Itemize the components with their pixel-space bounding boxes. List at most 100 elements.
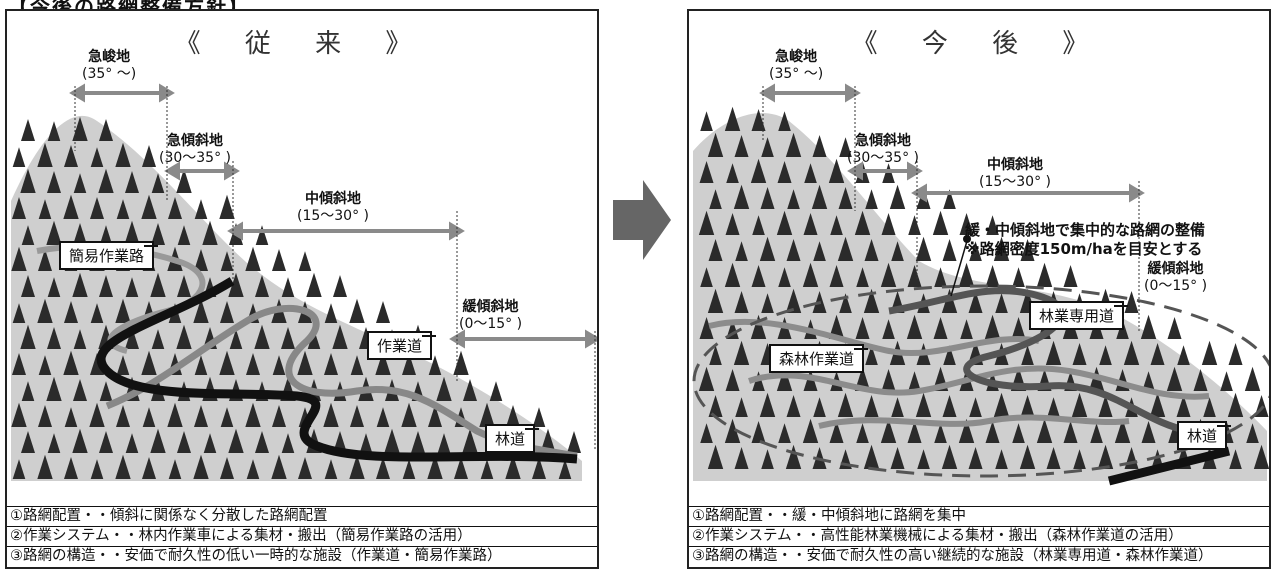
- tree-icon: [1021, 345, 1034, 365]
- tree-icon: [73, 379, 87, 401]
- slope-arrows: [759, 83, 1145, 203]
- tree-icon: [99, 275, 113, 297]
- tree-icon: [272, 405, 286, 427]
- tree-icon: [813, 397, 826, 417]
- tree-icon: [489, 381, 503, 401]
- tree-icon: [785, 132, 802, 157]
- tree-icon: [934, 423, 947, 443]
- tree-icon: [778, 423, 791, 443]
- tree-icon: [958, 418, 975, 443]
- tree-icon: [72, 272, 88, 297]
- tree-icon: [64, 407, 78, 427]
- tree-icon: [864, 395, 879, 417]
- tree-icon: [855, 317, 870, 339]
- slope-label-steep: 急峻地(35° 〜): [82, 49, 137, 82]
- tree-icon: [21, 119, 35, 141]
- tree-icon: [428, 355, 442, 375]
- tree-icon: [21, 275, 35, 297]
- tree-icon: [324, 303, 338, 323]
- forest-road-path: [96, 277, 578, 464]
- tree-icon: [376, 457, 390, 479]
- tree-icon: [707, 444, 724, 469]
- tree-icon: [307, 329, 321, 349]
- tree-icon: [89, 402, 105, 427]
- tree-icon: [150, 428, 166, 453]
- tree-icon: [245, 246, 261, 271]
- tree-icon: [995, 293, 1008, 313]
- tree-icon: [1012, 423, 1025, 443]
- note-system: ②作業システム・・林内作業車による集材・搬出（簡易作業路の活用）: [7, 527, 597, 547]
- tree-icon: [1220, 371, 1233, 391]
- tree-icon: [505, 454, 521, 479]
- tree-icon: [90, 147, 104, 167]
- note-pointer-line: [950, 240, 968, 297]
- tree-icon: [735, 397, 748, 417]
- tree-icon: [1063, 265, 1078, 287]
- tree-icon: [1246, 423, 1259, 443]
- note-layout: ①路網配置・・傾斜に関係なく分散した路網配置: [7, 507, 597, 527]
- tree-icon: [734, 135, 749, 157]
- tree-icon: [350, 355, 364, 375]
- tree-icon: [750, 158, 767, 183]
- tree-icon: [882, 163, 895, 183]
- tree-icon: [829, 421, 844, 443]
- tree-icon: [532, 407, 546, 427]
- notes-table: ①路網配置・・傾斜に関係なく分散した路網配置 ②作業システム・・林内作業車による…: [7, 506, 597, 567]
- tree-icon: [917, 449, 930, 469]
- tree-icon: [255, 225, 269, 245]
- tree-icon: [959, 213, 974, 235]
- tree-icon: [99, 225, 113, 245]
- tree-icon: [141, 350, 157, 375]
- tree-icon: [1099, 345, 1112, 365]
- tree-icon: [837, 392, 854, 417]
- tree-icon: [1090, 423, 1103, 443]
- tree-icon: [865, 345, 878, 365]
- tree-icon: [1073, 449, 1086, 469]
- tree-icon: [11, 402, 27, 427]
- tree-icon: [194, 199, 208, 219]
- tree-icon: [220, 407, 234, 427]
- tree-icon: [349, 454, 365, 479]
- tree-icon: [969, 397, 982, 417]
- tree-icon: [177, 225, 191, 245]
- tree-icon: [1244, 366, 1261, 391]
- conventional-scene: [11, 83, 597, 481]
- tree-icon: [724, 418, 741, 443]
- tree-icon: [1227, 392, 1244, 417]
- tree-icon: [908, 371, 921, 391]
- tree-icon: [907, 265, 922, 287]
- tree-icon: [125, 277, 139, 297]
- tree-icon: [150, 272, 166, 297]
- tree-icon: [700, 423, 713, 443]
- tree-icon: [98, 168, 114, 193]
- tree-icon: [73, 223, 87, 245]
- tree-icon: [99, 381, 113, 401]
- tree-icon: [881, 369, 896, 391]
- tree-icon: [219, 194, 235, 219]
- tree-icon: [726, 163, 739, 183]
- tree-icon: [142, 457, 156, 479]
- slope-label-medium: 中傾斜地(15〜30° ): [979, 157, 1052, 190]
- tree-icon: [891, 241, 904, 261]
- tree-icon: [880, 418, 897, 443]
- tree-icon: [699, 161, 714, 183]
- tree-icon: [38, 405, 52, 427]
- tree-icon: [811, 184, 828, 209]
- tree-icon: [350, 405, 364, 427]
- tree-icon: [787, 189, 800, 209]
- tree-icon: [428, 405, 442, 427]
- tree-icon: [558, 459, 572, 479]
- tree-icon: [376, 407, 390, 427]
- tree-icon: [194, 355, 208, 375]
- tree-icon: [46, 220, 62, 245]
- tree-icon: [856, 267, 869, 287]
- tree-icon: [73, 173, 87, 193]
- tree-icon: [194, 405, 208, 427]
- tree-icon: [254, 324, 270, 349]
- tree-icon: [932, 210, 949, 235]
- boundary-lines: [74, 86, 596, 451]
- tree-icon: [1012, 267, 1025, 287]
- tree-icon: [37, 298, 53, 323]
- tree-icon: [72, 116, 88, 141]
- tree-icon: [751, 265, 766, 287]
